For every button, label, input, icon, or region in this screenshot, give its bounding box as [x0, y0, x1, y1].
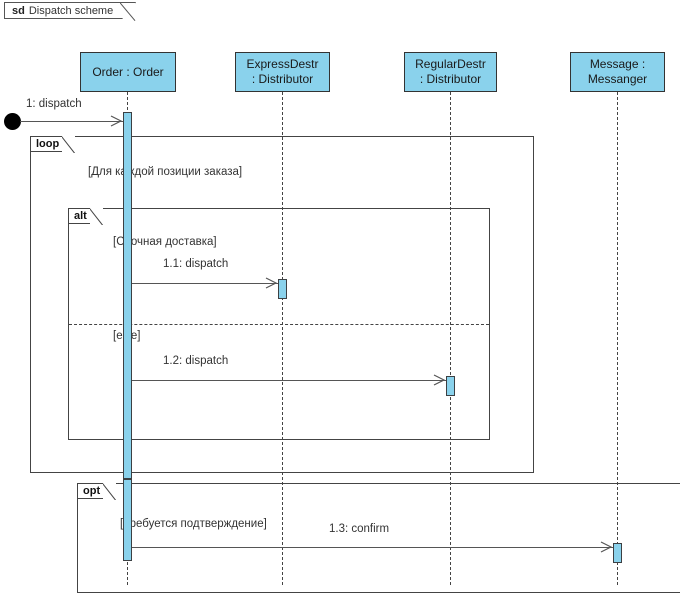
fragment-opt-guard: [Требуется подтверждение]: [120, 518, 267, 530]
activation-bar-regular-distributor: [446, 376, 455, 396]
lifeline-head-messanger[interactable]: Message : Messanger: [570, 52, 665, 92]
fragment-alt-operator-tab: alt: [69, 208, 103, 225]
diagram-title: Dispatch scheme: [28, 4, 114, 17]
message-line-1-3-confirm[interactable]: [132, 547, 613, 548]
fragment-opt-operator-tab: opt: [78, 483, 117, 500]
lifeline-label-regular-line2: : Distributor: [419, 72, 482, 86]
message-arrowhead-1-3-confirm: [600, 541, 612, 553]
message-line-1-2-dispatch[interactable]: [132, 380, 446, 381]
lifeline-label-regular-line1: RegularDestr: [415, 57, 486, 71]
message-label-1-3-confirm: 1.3: confirm: [329, 523, 390, 535]
lifeline-label-messanger-line2: Messanger: [587, 72, 648, 86]
activation-bar-express-distributor: [278, 279, 287, 299]
message-label-1-1-dispatch: 1.1: dispatch: [163, 258, 229, 270]
start-node: [4, 113, 21, 130]
fragment-alt[interactable]: alt: [68, 208, 490, 440]
fragment-loop-operator: loop: [36, 138, 60, 150]
lifeline-label-messanger-line1: Message :: [589, 57, 646, 71]
activation-bar-messanger: [613, 543, 622, 563]
fragment-opt[interactable]: opt: [77, 483, 680, 593]
fragment-alt-operator: alt: [74, 210, 87, 222]
lifeline-head-express-distributor[interactable]: ExpressDestr : Distributor: [235, 52, 330, 92]
tab-corner-diagonal: [120, 2, 136, 21]
lifeline-line-messanger: [617, 92, 618, 585]
message-arrowhead-1-2-dispatch: [433, 374, 445, 386]
fragment-loop-guard: [Для каждой позиции заказа]: [88, 166, 243, 178]
activation-bar-order-main: [123, 112, 132, 479]
message-arrowhead-1-dispatch: [110, 115, 122, 127]
fragment-loop[interactable]: loop: [30, 136, 534, 473]
lifeline-head-order[interactable]: Order : Order: [80, 52, 176, 92]
fragment-alt-else-divider: [69, 324, 489, 325]
lifeline-head-regular-distributor[interactable]: RegularDestr : Distributor: [404, 52, 497, 92]
lifeline-label-express-line2: : Distributor: [251, 72, 314, 86]
fragment-alt-guard: [Срочная доставка]: [113, 236, 217, 248]
loop-tab-corner-diagonal: [62, 136, 76, 153]
lifeline-line-express-distributor: [282, 92, 283, 585]
diagram-kind-keyword: sd: [12, 4, 25, 17]
message-arrowhead-1-1-dispatch: [265, 277, 277, 289]
lifeline-line-regular-distributor: [450, 92, 451, 585]
diagram-frame-tab: sd Dispatch scheme: [4, 2, 137, 21]
fragment-loop-operator-tab: loop: [31, 136, 76, 153]
alt-tab-corner-diagonal: [89, 208, 103, 225]
lifeline-label-express-line1: ExpressDestr: [246, 57, 319, 71]
fragment-opt-operator: opt: [83, 485, 101, 497]
message-line-1-1-dispatch[interactable]: [132, 283, 278, 284]
activation-bar-order-opt: [123, 479, 132, 561]
message-label-1-2-dispatch: 1.2: dispatch: [163, 355, 229, 367]
message-line-1-dispatch[interactable]: [20, 121, 123, 122]
opt-tab-corner-diagonal: [103, 483, 117, 500]
message-label-1-dispatch: 1: dispatch: [26, 98, 82, 110]
lifeline-label-order-line1: Order : Order: [92, 64, 164, 79]
